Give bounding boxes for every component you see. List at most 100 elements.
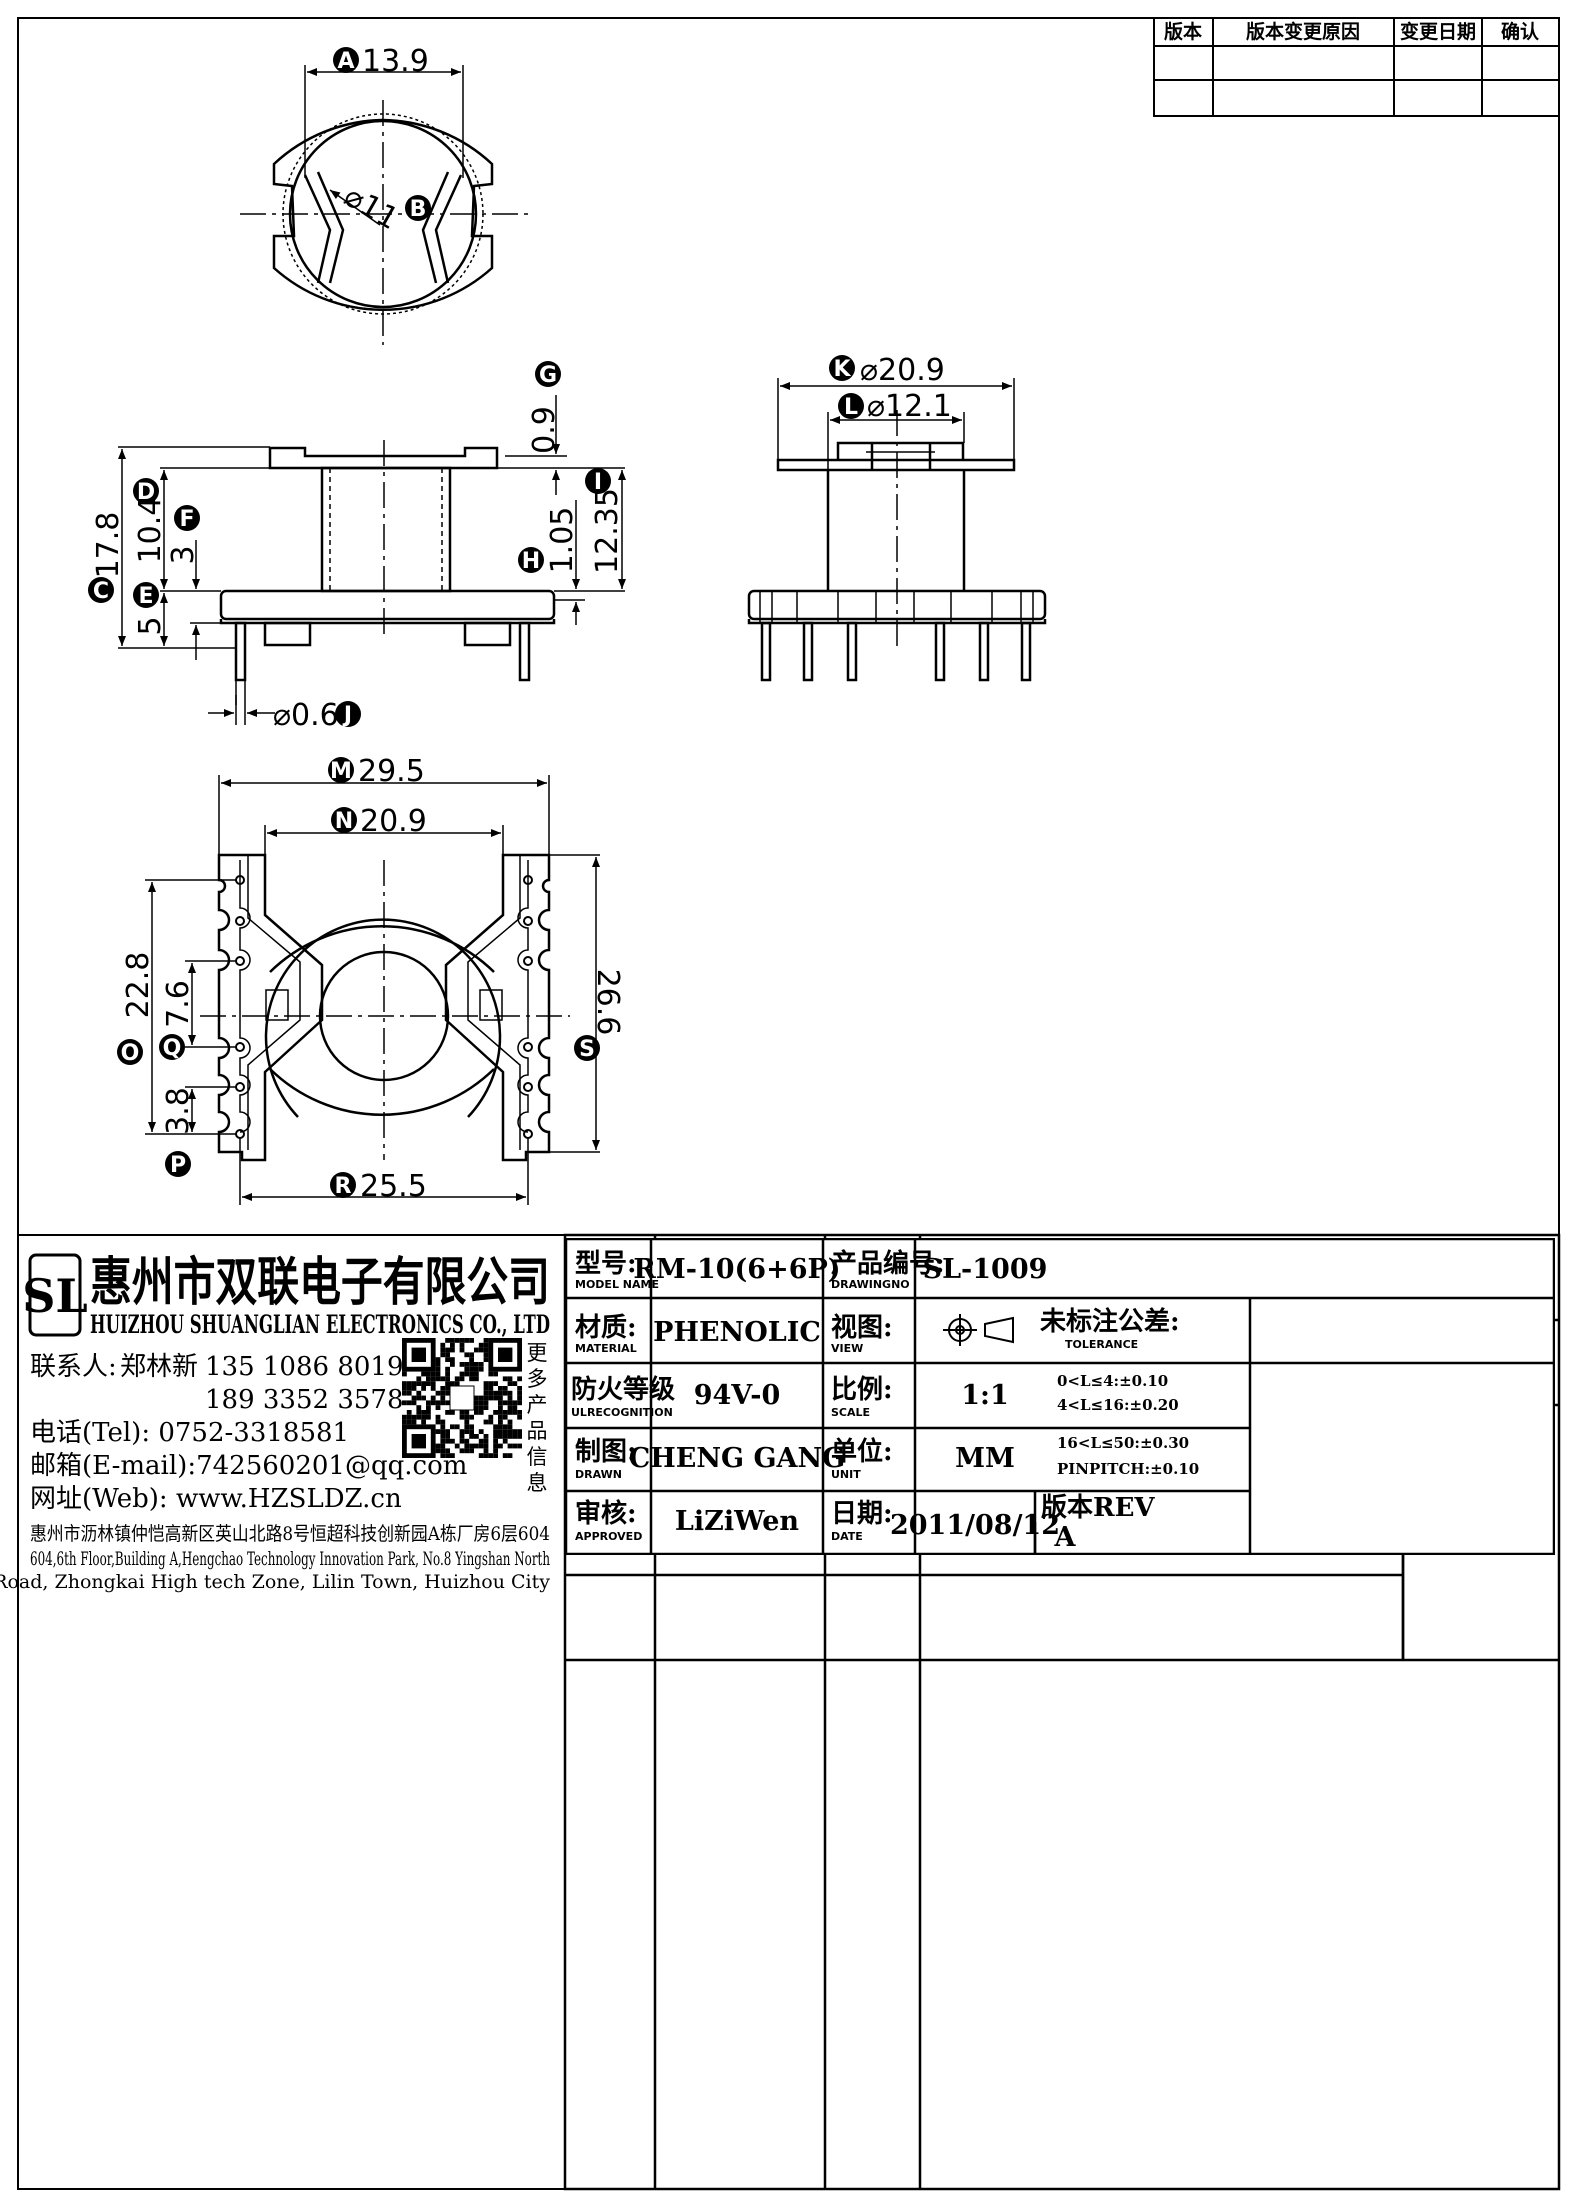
callout-m: M xyxy=(328,757,354,784)
svg-text:更: 更 xyxy=(527,1341,548,1365)
qr-side-text: 更 多 产 品 信 息 xyxy=(527,1341,548,1495)
svg-text:G: G xyxy=(539,363,557,388)
dim-s-value: 26.6 xyxy=(590,969,625,1036)
svg-text:E: E xyxy=(138,584,153,609)
dim-r-value: 25.5 xyxy=(360,1169,427,1204)
bottom-view-centerlines xyxy=(200,860,570,1160)
dim-o-value: 22.8 xyxy=(121,952,156,1019)
svg-text:S: S xyxy=(579,1037,595,1062)
address-cn: 惠州市沥林镇仲恺高新区英山北路8号恒超科技创新园A栋厂房6层604 xyxy=(30,1523,550,1545)
label-view-en: VIEW xyxy=(831,1342,863,1355)
svg-text:J: J xyxy=(342,703,352,728)
svg-text:Q: Q xyxy=(163,1036,182,1061)
value-drawn: CHENG GANG xyxy=(629,1443,845,1474)
label-drawno-en: DRAWINGNO xyxy=(831,1278,910,1291)
value-material: PHENOLIC xyxy=(653,1317,821,1348)
contact-tel: 电话(Tel): 0752-3318581 xyxy=(30,1418,349,1448)
label-drawno: 产品编号: xyxy=(831,1248,945,1279)
dim-q-value: 7.6 xyxy=(161,980,196,1028)
svg-text:I: I xyxy=(594,470,602,495)
callout-i: I xyxy=(585,468,611,495)
front-view xyxy=(219,446,556,682)
callout-b: B xyxy=(405,195,431,222)
projection-symbol-icon xyxy=(943,1314,1014,1346)
svg-text:B: B xyxy=(410,197,427,222)
label-scale-en: SCALE xyxy=(831,1406,870,1419)
svg-text:H: H xyxy=(522,549,540,574)
tolerance-4: PINPITCH:±0.10 xyxy=(1057,1460,1199,1478)
rev-header-reason: 版本变更原因 xyxy=(1246,20,1360,43)
svg-text:信: 信 xyxy=(527,1445,548,1469)
contact-phone-1: 135 1086 8019 xyxy=(205,1352,404,1382)
front-dims xyxy=(118,446,625,725)
rev-header-date: 变更日期 xyxy=(1400,20,1476,43)
label-unit: 单位: xyxy=(831,1436,893,1467)
dim-n-value: 20.9 xyxy=(360,804,427,839)
label-tolerance: 未标注公差: xyxy=(1040,1306,1180,1337)
svg-text:D: D xyxy=(137,480,155,505)
label-view: 视图: xyxy=(831,1313,893,1343)
qr-code xyxy=(402,1338,522,1458)
value-rev: A xyxy=(1054,1522,1077,1553)
label-unit-en: UNIT xyxy=(831,1468,861,1481)
label-model-en: MODEL NAME xyxy=(575,1278,659,1291)
value-drawno: SL-1009 xyxy=(923,1254,1048,1285)
label-model: 型号: xyxy=(575,1249,637,1279)
svg-text:F: F xyxy=(179,507,194,532)
dim-e-value: 5 xyxy=(133,616,168,635)
svg-text:L: L xyxy=(844,395,858,420)
company-logo: SL xyxy=(22,1253,88,1337)
callout-q: Q xyxy=(159,1034,185,1061)
label-tolerance-en: TOLERANCE xyxy=(1065,1338,1138,1351)
contact-email: 邮箱(E-mail):742560201@qq.com xyxy=(30,1451,467,1481)
callout-n: N xyxy=(331,807,357,834)
label-date: 日期: xyxy=(831,1499,893,1529)
top-view-centerlines xyxy=(240,100,530,345)
label-material: 材质: xyxy=(575,1313,637,1343)
label-drawn-en: DRAWN xyxy=(575,1468,622,1481)
callout-h: H xyxy=(518,547,544,574)
rev-header-version: 版本 xyxy=(1164,20,1202,43)
label-rev: 版本REV xyxy=(1040,1493,1155,1523)
callout-p: P xyxy=(165,1151,191,1178)
address-en-2: Road, Zhongkai High tech Zone, Lilin Tow… xyxy=(0,1571,550,1593)
dim-b-leader xyxy=(329,189,381,226)
svg-text:N: N xyxy=(335,809,353,834)
dim-m-value: 29.5 xyxy=(358,754,425,789)
svg-text:M: M xyxy=(330,759,352,784)
callout-k: K xyxy=(829,355,855,382)
dim-b-value: ⌀11 xyxy=(338,179,404,237)
svg-text:息: 息 xyxy=(527,1471,548,1495)
contact-phone-2: 189 3352 3578 xyxy=(205,1385,404,1415)
label-drawn: 制图: xyxy=(575,1437,637,1467)
contact-name: 郑林新 xyxy=(120,1352,198,1382)
callout-l: L xyxy=(838,393,864,420)
callout-j: J xyxy=(335,701,361,728)
title-block-real: 型号: MODEL NAME RM-10(6+6P) 产品编号: DRAWING… xyxy=(565,1238,1555,1555)
svg-text:P: P xyxy=(170,1153,186,1178)
dim-l-value: ⌀12.1 xyxy=(867,389,952,424)
label-fire: 防火等级 xyxy=(571,1374,675,1405)
svg-text:多: 多 xyxy=(527,1367,548,1391)
callout-f: F xyxy=(174,505,200,532)
callout-d: D xyxy=(133,478,159,505)
value-unit: MM xyxy=(955,1443,1015,1474)
value-fire: 94V-0 xyxy=(694,1380,781,1411)
callout-r: R xyxy=(330,1172,356,1199)
value-date: 2011/08/12 xyxy=(890,1510,1060,1541)
label-material-en: MATERIAL xyxy=(575,1342,637,1355)
revision-table xyxy=(1153,17,1560,117)
contact-web: 网址(Web): www.HZSLDZ.cn xyxy=(30,1484,402,1514)
label-scale: 比例: xyxy=(831,1375,893,1405)
value-approved: LiZiWen xyxy=(675,1506,800,1537)
bottom-dims xyxy=(145,775,600,1205)
dim-f-value: 3 xyxy=(166,545,201,564)
tolerance-1: 0<L≤4:±0.10 xyxy=(1057,1372,1168,1390)
address-en-1: 604,6th Floor,Building A,Hengchao Techno… xyxy=(30,1548,550,1570)
dim-k-value: ⌀20.9 xyxy=(860,353,945,388)
callout-o: O xyxy=(117,1039,143,1066)
callout-s: S xyxy=(574,1035,600,1062)
callout-g: G xyxy=(535,361,561,388)
svg-text:SL: SL xyxy=(22,1269,88,1323)
